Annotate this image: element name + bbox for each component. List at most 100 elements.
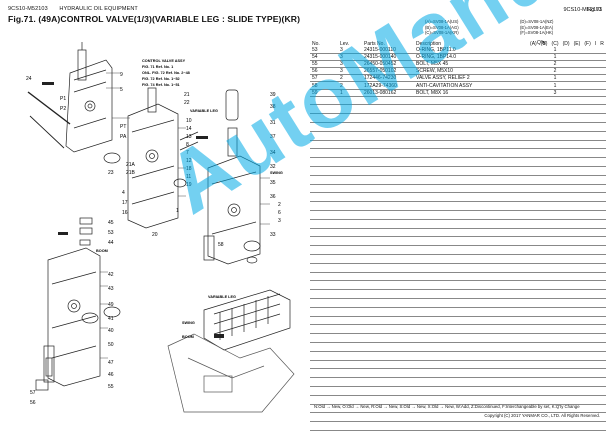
callout-9: 9 xyxy=(120,72,123,78)
col-qty-f: (F) xyxy=(584,40,591,47)
valve-section-4 xyxy=(47,247,101,387)
cell-description: BOLT, M8X 16 xyxy=(414,89,528,97)
callout-58: 58 xyxy=(218,242,224,248)
note-line-2: ONL. FIG. 72 Ref. No. 2~48 xyxy=(142,71,190,75)
callout-41: 41 xyxy=(108,316,114,322)
relief-valve xyxy=(203,235,215,261)
callout-32: 32 xyxy=(270,164,276,170)
callout-44: 44 xyxy=(108,240,114,246)
cell-lev: 3 xyxy=(338,67,362,76)
empty-table-row xyxy=(310,140,606,150)
callout-16: 16 xyxy=(122,210,128,216)
callout-40: 40 xyxy=(108,328,114,334)
diagram-svg: 24 9 5 21 22 10 14 13 8 7 12 18 11 19 21… xyxy=(26,42,295,413)
applicability-right: (D)=SV08-1A(NZ) (E)=SV08-1A(EA) (F)=SV08… xyxy=(520,19,553,36)
callout-47: 47 xyxy=(108,360,114,366)
col-parts-no: Parts No. xyxy=(364,40,385,47)
callout-35: 35 xyxy=(270,180,276,186)
cell-description: BOLT, M5X 45 xyxy=(414,60,528,69)
empty-table-row xyxy=(310,96,606,106)
callout-p2: P2 xyxy=(60,106,66,112)
table-row: 53 3 24315-000110 O-RING, 1BP11.0 1 xyxy=(310,47,606,55)
cell-lev: 3 xyxy=(338,47,362,55)
empty-table-row xyxy=(310,236,606,247)
callout-13: 13 xyxy=(186,134,192,140)
cell-no: 56 xyxy=(310,67,338,76)
table-row: 57 2 172446-74230 VALVE ASSY, RELIEF 2 1 xyxy=(310,74,606,83)
empty-table-row xyxy=(310,368,606,379)
callout-17: 17 xyxy=(122,200,128,206)
empty-table-row xyxy=(310,228,606,238)
valve-section-1 xyxy=(65,59,113,153)
page-title: Fig.71. (49A)CONTROL VALVE(1/3)(VARIABLE… xyxy=(8,14,301,24)
empty-table-row xyxy=(310,298,606,308)
cell-parts-no: 24315-000140 xyxy=(362,53,414,62)
applicability-d: (D)=SV08-1A(NZ) xyxy=(520,19,554,24)
empty-table-row xyxy=(310,113,606,124)
applicability-left: (A)=SV08-1A(US) (B)=SV08-1A(AG) (C)=SV08… xyxy=(425,19,459,36)
empty-table-row xyxy=(310,254,606,264)
table-row: 54 3 24315-000140 O-RING, 1BP14.0 1 xyxy=(310,53,606,62)
empty-table-row xyxy=(310,131,606,141)
col-lev: Lev. xyxy=(340,40,350,47)
cell-description: ANTI-CAVITATION ASSY xyxy=(414,81,528,90)
empty-table-row xyxy=(310,404,606,414)
cell-description: O-RING, 1BP11.0 xyxy=(414,47,528,55)
cell-lev: 3 xyxy=(338,53,362,62)
cell-no: 59 xyxy=(310,89,338,97)
cell-parts-no: 26013-080162 xyxy=(362,89,414,97)
callout-33: 33 xyxy=(270,232,276,238)
empty-table-row xyxy=(310,412,606,423)
applicability-a: (A)=SV08-1A(US) xyxy=(425,19,459,24)
col-no: No. xyxy=(312,40,320,47)
change-legend: N:Old → New, O:Old → New, R:Old → New, S… xyxy=(314,404,580,409)
callout-6: 6 xyxy=(278,210,281,216)
spool-cap-right xyxy=(225,89,239,121)
callout-50: 50 xyxy=(108,342,114,348)
spool-top xyxy=(77,49,87,81)
cell-parts-no: 26450-050452 xyxy=(362,60,414,69)
callout-12: 12 xyxy=(186,158,192,164)
callout-21b: 21B xyxy=(126,170,136,176)
callout-5: 5 xyxy=(120,87,123,93)
cell-lev: 2 xyxy=(338,74,362,83)
callout-21a: 21A xyxy=(126,162,136,168)
callout-38: 38 xyxy=(270,104,276,110)
cell-qty-c: 3 xyxy=(549,89,561,97)
cell-parts-no: 172A29-74360 xyxy=(362,81,414,90)
callout-pt: PT xyxy=(120,124,126,130)
copyright: Copyright (C) 2017 YANMAR CO., LTD. All … xyxy=(484,413,600,418)
empty-table-row xyxy=(310,210,606,220)
callout-pa: PA xyxy=(120,134,127,140)
cell-lev: 2 xyxy=(338,81,362,90)
callout-56: 56 xyxy=(30,400,36,406)
callout-55: 55 xyxy=(108,384,114,390)
cell-description: O-RING, 1BP14.0 xyxy=(414,53,528,62)
applicability-f: (F)=SV08-1A(HK) xyxy=(520,30,554,35)
empty-table-row xyxy=(310,377,606,387)
table-row: 58 2 172A29-74360 ANTI-CAVITATION ASSY 1 xyxy=(310,81,606,90)
long-bolt xyxy=(27,91,71,125)
callout-36: 36 xyxy=(270,194,276,200)
cell-no: 53 xyxy=(310,47,338,55)
empty-table-row xyxy=(310,263,606,273)
col-description: Description xyxy=(416,40,442,47)
callout-42: 42 xyxy=(108,272,114,278)
assembled-valve-view xyxy=(203,289,291,351)
cell-qty-c: 2 xyxy=(549,67,561,76)
header-right: 9CS10-M52103 xyxy=(563,6,602,14)
callout-19: 19 xyxy=(186,182,192,188)
variable-leg-label-bottom: VARIABLE LEG xyxy=(208,295,236,299)
applicability-c: (C)=SV08-1A(KR) xyxy=(425,30,459,35)
col-i: I xyxy=(594,40,597,47)
parts-table: No. Lev. Parts No. Description (A) (B) (… xyxy=(310,40,606,431)
empty-table-row xyxy=(310,280,606,291)
valve-section-3 xyxy=(207,155,261,265)
callout-4: 4 xyxy=(122,190,125,196)
qty-header: Q'ty xyxy=(537,40,546,46)
callout-11: 11 xyxy=(186,174,191,180)
cell-qty-c: 1 xyxy=(549,81,561,90)
parts-table-body: 53 3 24315-000110 O-RING, 1BP11.0 1 54 3… xyxy=(310,47,606,431)
valve-section-2 xyxy=(127,103,179,229)
applicability-b: (B)=SV08-1A(AG) xyxy=(425,24,459,30)
